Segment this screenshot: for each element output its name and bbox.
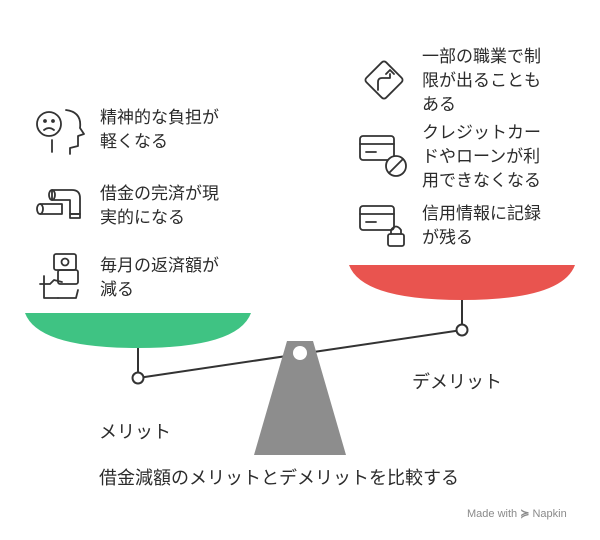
demerit-item-3: 信用情報に記録 が残る [422, 204, 541, 248]
merit-item-2: 借金の完済が現 実的になる [100, 184, 219, 228]
merit-pivot [131, 371, 145, 385]
merit-item-1: 精神的な負担が 軽くなる [100, 108, 219, 152]
worried-face-icon [36, 109, 85, 155]
pipe-path-icon [36, 189, 81, 219]
fulcrum-hole [293, 346, 307, 360]
fulcrum [254, 341, 346, 455]
demerit-item-1: 一部の職業で制 限が出ることも ある [422, 47, 541, 115]
merit-pan [25, 313, 251, 348]
demerit-pivot [455, 323, 469, 337]
watermark-brand: Napkin [532, 508, 567, 520]
card-blocked-icon [359, 135, 407, 177]
card-locked-icon [359, 205, 405, 247]
demerit-item-2: クレジットカー ドやローンが利 用できなくなる [422, 123, 541, 191]
demerit-pan [349, 265, 575, 300]
watermark: Made with ≽ Napkin [467, 507, 567, 520]
merit-label: メリット [99, 422, 171, 443]
demerit-label: デメリット [412, 372, 502, 393]
diagram-caption: 借金減額のメリットとデメリットを比較する [99, 468, 459, 489]
merit-item-3: 毎月の返済額が 減る [100, 256, 219, 300]
napkin-logo-icon: ≽ [520, 508, 530, 520]
watermark-prefix: Made with [467, 508, 518, 520]
turn-sign-icon [364, 60, 404, 100]
money-hand-icon [39, 253, 79, 299]
